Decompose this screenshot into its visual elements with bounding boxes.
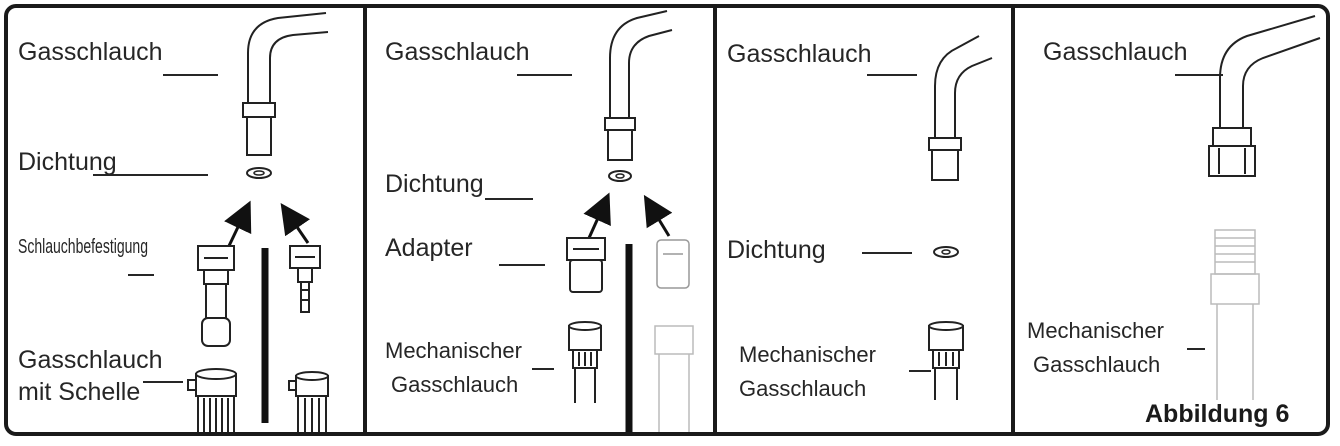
leader-line: [143, 381, 183, 383]
leader-line: [128, 274, 154, 276]
panel-4: Gasschlauch Mechanischer Gasschlauch Abb…: [1015, 8, 1326, 432]
label-dichtung: Dichtung: [727, 236, 826, 264]
leader-line: [867, 74, 917, 76]
figure-frame: Gasschlauch Dichtung Schlauchbefestigung…: [4, 4, 1330, 436]
panel-divider-3: [1011, 8, 1015, 432]
panel-3: Gasschlauch Dichtung Mechanischer Gassch…: [717, 8, 1011, 432]
seal-ring-icon: [933, 246, 959, 258]
mechanical-hose-faded-icon: [654, 325, 694, 432]
label-schlauchbefestigung: Schlauchbefestigung: [18, 236, 148, 258]
gas-hose-icon: [1208, 15, 1321, 177]
mechanical-hose-icon: [928, 321, 964, 400]
hose-with-clamp-small-icon: [288, 371, 329, 432]
hose-nozzle-icon: [197, 245, 235, 347]
arrow-icon: [643, 194, 673, 237]
gas-hose-icon: [928, 35, 993, 181]
panel-1-illustration: [187, 12, 329, 432]
panel-divider-2: [713, 8, 717, 432]
label-gasschlauch-schelle-2: mit Schelle: [18, 378, 141, 406]
panel-2-illustration: [566, 10, 694, 432]
seal-ring-icon: [246, 167, 272, 179]
panel-4-illustration: [1208, 15, 1321, 400]
figure-caption: Abbildung 6: [1145, 400, 1290, 428]
seal-ring-icon: [608, 170, 632, 182]
label-mechanischer: Mechanischer: [385, 338, 522, 363]
panel-1: Gasschlauch Dichtung Schlauchbefestigung…: [8, 8, 363, 432]
leader-line: [517, 74, 572, 76]
mechanical-hose-icon: [568, 321, 602, 403]
leader-line: [93, 174, 208, 176]
hose-with-clamp-icon: [187, 368, 237, 432]
panel-3-illustration: [928, 35, 993, 400]
label-gasschlauch: Gasschlauch: [1043, 38, 1188, 66]
label-mechanischer: Mechanischer: [1027, 318, 1164, 343]
label-dichtung: Dichtung: [18, 148, 117, 176]
arrow-icon: [224, 200, 252, 249]
gas-hose-icon: [242, 12, 329, 156]
label-dichtung: Dichtung: [385, 170, 484, 198]
adapter-faded-icon: [656, 239, 690, 289]
label-gasschlauch: Gasschlauch: [385, 38, 530, 66]
arrow-icon: [280, 203, 310, 244]
leader-line: [485, 198, 533, 200]
panel-2: Gasschlauch Dichtung Adapter Mechanische…: [367, 8, 713, 432]
leader-line: [862, 252, 912, 254]
panel-divider-1: [363, 8, 367, 432]
label-gasschlauch-mech: Gasschlauch: [1033, 352, 1161, 377]
hose-nozzle-small-icon: [289, 245, 321, 313]
leader-line: [909, 370, 931, 372]
label-gasschlauch: Gasschlauch: [18, 38, 163, 66]
label-gasschlauch-mech: Gasschlauch: [391, 372, 519, 397]
leader-line: [1187, 348, 1205, 350]
label-adapter: Adapter: [385, 234, 473, 262]
label-gasschlauch-mech: Gasschlauch: [739, 376, 867, 401]
leader-line: [1175, 74, 1223, 76]
gas-hose-icon: [604, 10, 673, 161]
adapter-icon: [566, 237, 606, 293]
label-mechanischer: Mechanischer: [739, 342, 876, 367]
arrow-icon: [583, 192, 611, 239]
leader-line: [532, 368, 554, 370]
leader-line: [499, 264, 545, 266]
leader-line: [163, 74, 218, 76]
label-gasschlauch: Gasschlauch: [727, 40, 872, 68]
label-gasschlauch-schelle-1: Gasschlauch: [18, 346, 163, 374]
mechanical-hose-faded-icon: [1210, 229, 1260, 400]
